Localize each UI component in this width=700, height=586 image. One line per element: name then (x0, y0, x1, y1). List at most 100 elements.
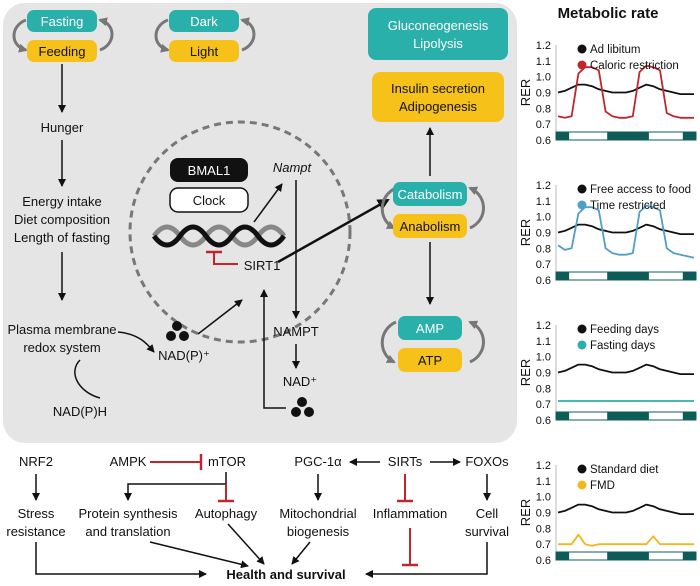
light-label: Light (190, 44, 219, 59)
y-tick-label: 1.2 (536, 320, 551, 332)
sirt1-inhibits-clock (213, 252, 238, 265)
y-axis-label: RER (518, 79, 533, 106)
sirt1-text: SIRT1 (244, 258, 281, 273)
redox-system-text: redox system (23, 340, 100, 355)
legend-marker (577, 200, 587, 210)
arrow-stress-health (35, 542, 207, 578)
legend-label: Fasting days (590, 340, 655, 352)
legend-marker (577, 480, 587, 490)
arrow-plasma-nadp (117, 331, 155, 353)
series-line-2 (558, 533, 694, 547)
legend-label: Time restricted (590, 200, 666, 212)
catabolism-anabolism-cycle: Catabolism Anabolism (380, 182, 485, 238)
series-line-2 (557, 64, 694, 119)
dark-light-cycle: Dark Light (154, 10, 256, 62)
legend-marker (577, 324, 587, 334)
legend-label: Feeding days (590, 324, 659, 336)
light-pill (169, 40, 239, 62)
light-dark-bar-segment (647, 411, 684, 421)
gluconeogenesis-box (368, 8, 508, 60)
gluconeogenesis-text: Gluconeogenesis (388, 18, 489, 33)
protein-synthesis-text: Protein synthesis (79, 506, 178, 521)
y-tick-label: 1.0 (536, 352, 551, 364)
clock-label: Clock (193, 193, 226, 208)
arrow-autophagy-health (227, 523, 265, 565)
y-tick-label: 0.9 (536, 368, 551, 380)
light-dark-bar-segment (568, 551, 609, 561)
bmal1-label: BMAL1 (188, 163, 231, 178)
light-dark-bar-segment (682, 131, 697, 141)
legend-marker (577, 340, 587, 350)
series-line-1 (557, 503, 694, 515)
fasting-feeding-cycle: Fasting Feeding (12, 10, 114, 62)
y-tick-label: 0.9 (536, 88, 551, 100)
catabolism-pill (393, 182, 467, 206)
y-tick-label: 1.2 (536, 180, 551, 192)
legend-label: Standard diet (590, 464, 659, 476)
y-tick-label: 1.2 (536, 40, 551, 52)
light-dark-bar-segment (607, 271, 649, 281)
light-dark-bar-segment (568, 131, 609, 141)
inflammation-text: Inflammation (373, 506, 447, 521)
light-dark-bar-segment (607, 551, 649, 561)
translation-text: and translation (85, 524, 170, 539)
energy-intake-text: Energy intake (22, 194, 102, 209)
light-dark-bar-segment (647, 551, 684, 561)
atp-pill (398, 348, 462, 372)
light-dark-bar-segment (647, 271, 684, 281)
diet-composition-text: Diet composition (14, 212, 110, 227)
dark-pill (169, 10, 239, 32)
arrow-cell-health (365, 542, 488, 578)
nadph-text: NAD(P)H (53, 404, 107, 419)
autophagy-text: Autophagy (195, 506, 258, 521)
y-tick-label: 0.7 (536, 539, 551, 551)
y-tick-label: 1.1 (536, 476, 551, 488)
y-axis-label: RER (518, 219, 533, 246)
clock-box (169, 187, 249, 213)
mitochondrial-text: Mitochondrial (279, 506, 356, 521)
atp-label: ATP (418, 353, 442, 368)
y-tick-label: 1.0 (536, 212, 551, 224)
hunger-text: Hunger (41, 120, 84, 135)
y-tick-label: 1.1 (536, 56, 551, 68)
y-tick-label: 0.6 (536, 415, 551, 427)
y-tick-label: 1.0 (536, 72, 551, 84)
cell-text: Cell (476, 506, 499, 521)
plasma-membrane-text: Plasma membrane (7, 322, 116, 337)
adipogenesis-text: Adipogenesis (399, 99, 478, 114)
fasting-label: Fasting (41, 14, 84, 29)
metabolic-rate-title: Metabolic rate (558, 5, 659, 22)
y-tick-label: 0.9 (536, 508, 551, 520)
arrow-dna-nampt (253, 183, 283, 223)
lipolysis-text: Lipolysis (413, 36, 463, 51)
amp-atp-cycle: AMP ATP (380, 316, 485, 372)
series-line-2 (557, 204, 695, 259)
dark-label: Dark (190, 14, 218, 29)
y-tick-label: 0.9 (536, 228, 551, 240)
y-tick-label: 0.7 (536, 119, 551, 131)
legend-label: Ad libitum (590, 44, 641, 56)
arrow-nadp-sirt1 (197, 299, 243, 335)
y-tick-label: 0.6 (536, 555, 551, 567)
y-tick-label: 0.8 (536, 383, 551, 395)
light-dark-bar-segment (568, 271, 609, 281)
light-dark-bar-segment (555, 411, 570, 421)
legend-marker (577, 464, 587, 474)
legend-label: Free access to food (590, 184, 691, 196)
insulin-secretion-text: Insulin secretion (391, 81, 485, 96)
foxos-text: FOXOs (465, 454, 509, 469)
nad-text: NAD⁺ (283, 374, 317, 389)
legend-marker (577, 184, 587, 194)
anabolism-pill (393, 214, 467, 238)
resistance-text: resistance (6, 524, 65, 539)
y-tick-label: 0.8 (536, 523, 551, 535)
arrow-mtor-protein (124, 472, 227, 501)
series-line-1 (557, 363, 694, 376)
catabolism-label: Catabolism (397, 187, 462, 202)
y-tick-label: 0.7 (536, 259, 551, 271)
